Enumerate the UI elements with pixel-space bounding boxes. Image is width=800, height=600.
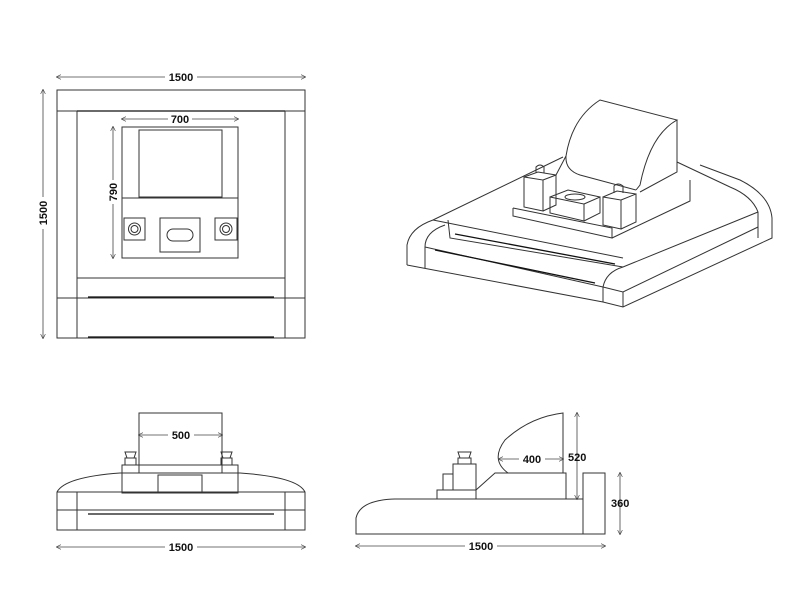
- dim-side-width: 1500: [469, 541, 493, 553]
- dim-hood-height: 520: [568, 452, 586, 464]
- dim-hood-depth: 400: [523, 454, 541, 466]
- front-view: 500 1500: [57, 412, 305, 554]
- dim-front-width: 1500: [169, 542, 193, 554]
- dim-block-height: 360: [611, 498, 629, 510]
- dim-tower-width: 500: [172, 430, 190, 442]
- dim-top-height: 1500: [38, 201, 50, 225]
- dim-panel-width: 700: [171, 114, 189, 126]
- dim-panel-height: 790: [108, 183, 120, 201]
- side-view: 400 520 360 1500: [356, 413, 629, 553]
- center-handle: [159, 217, 201, 253]
- right-knob: [214, 217, 238, 241]
- screen: [138, 129, 223, 198]
- top-view: 1500 1500 700 790: [36, 70, 305, 338]
- control-panel: [121, 126, 239, 259]
- isometric-view: [406, 99, 773, 308]
- dim-top-width: 1500: [169, 72, 193, 84]
- left-knob: [123, 217, 146, 241]
